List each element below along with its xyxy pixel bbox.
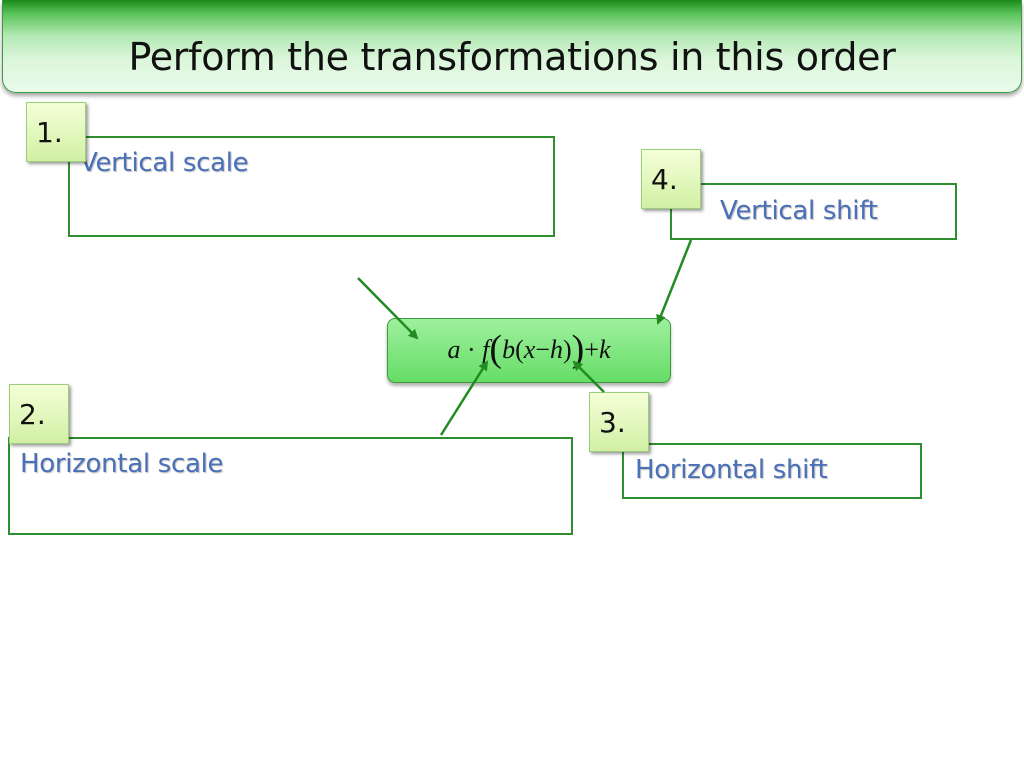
formula-x: x: [523, 335, 536, 364]
vertical-shift-label: Vertical shift: [720, 196, 878, 226]
formula-close-big: ): [571, 328, 585, 370]
formula-close-small: ): [562, 335, 572, 364]
horizontal-scale-box: [8, 437, 573, 535]
formula-f: f: [482, 335, 490, 364]
horizontal-shift-box: [622, 443, 922, 499]
step-4-badge: 4.: [641, 149, 701, 209]
arrow-vertical-scale: [357, 277, 419, 340]
step-2-badge: 2.: [9, 384, 69, 444]
step-1-badge: 1.: [26, 102, 86, 162]
arrow-horizontal-shift: [572, 360, 605, 393]
formula-k: k: [598, 335, 611, 364]
formula-open-big: (: [489, 328, 503, 370]
vertical-shift-box: [670, 183, 957, 240]
formula-a: a: [447, 335, 461, 364]
step-4-number: 4.: [651, 163, 678, 196]
arrow-horizontal-scale: [439, 360, 489, 436]
transformation-formula: a · f(b(x−h))+k: [388, 327, 670, 371]
formula-box: a · f(b(x−h))+k: [387, 318, 671, 383]
vertical-scale-box: [68, 136, 555, 237]
horizontal-scale-label: Horizontal scale: [20, 449, 224, 479]
vertical-scale-label: Vertical scale: [80, 148, 249, 178]
formula-dot: ·: [467, 335, 476, 364]
step-3-badge: 3.: [589, 392, 649, 452]
formula-minus: −: [535, 335, 550, 364]
step-1-number: 1.: [36, 116, 63, 149]
arrow-vertical-shift: [656, 239, 693, 325]
formula-open-small: (: [515, 335, 524, 364]
title-bar: Perform the transformations in this orde…: [2, 0, 1022, 93]
formula-plus: +: [584, 335, 599, 364]
step-3-number: 3.: [599, 406, 626, 439]
formula-h: h: [549, 335, 563, 364]
formula-b: b: [502, 335, 516, 364]
step-2-number: 2.: [19, 398, 46, 431]
slide-title: Perform the transformations in this orde…: [128, 35, 896, 79]
horizontal-shift-label: Horizontal shift: [635, 455, 828, 485]
